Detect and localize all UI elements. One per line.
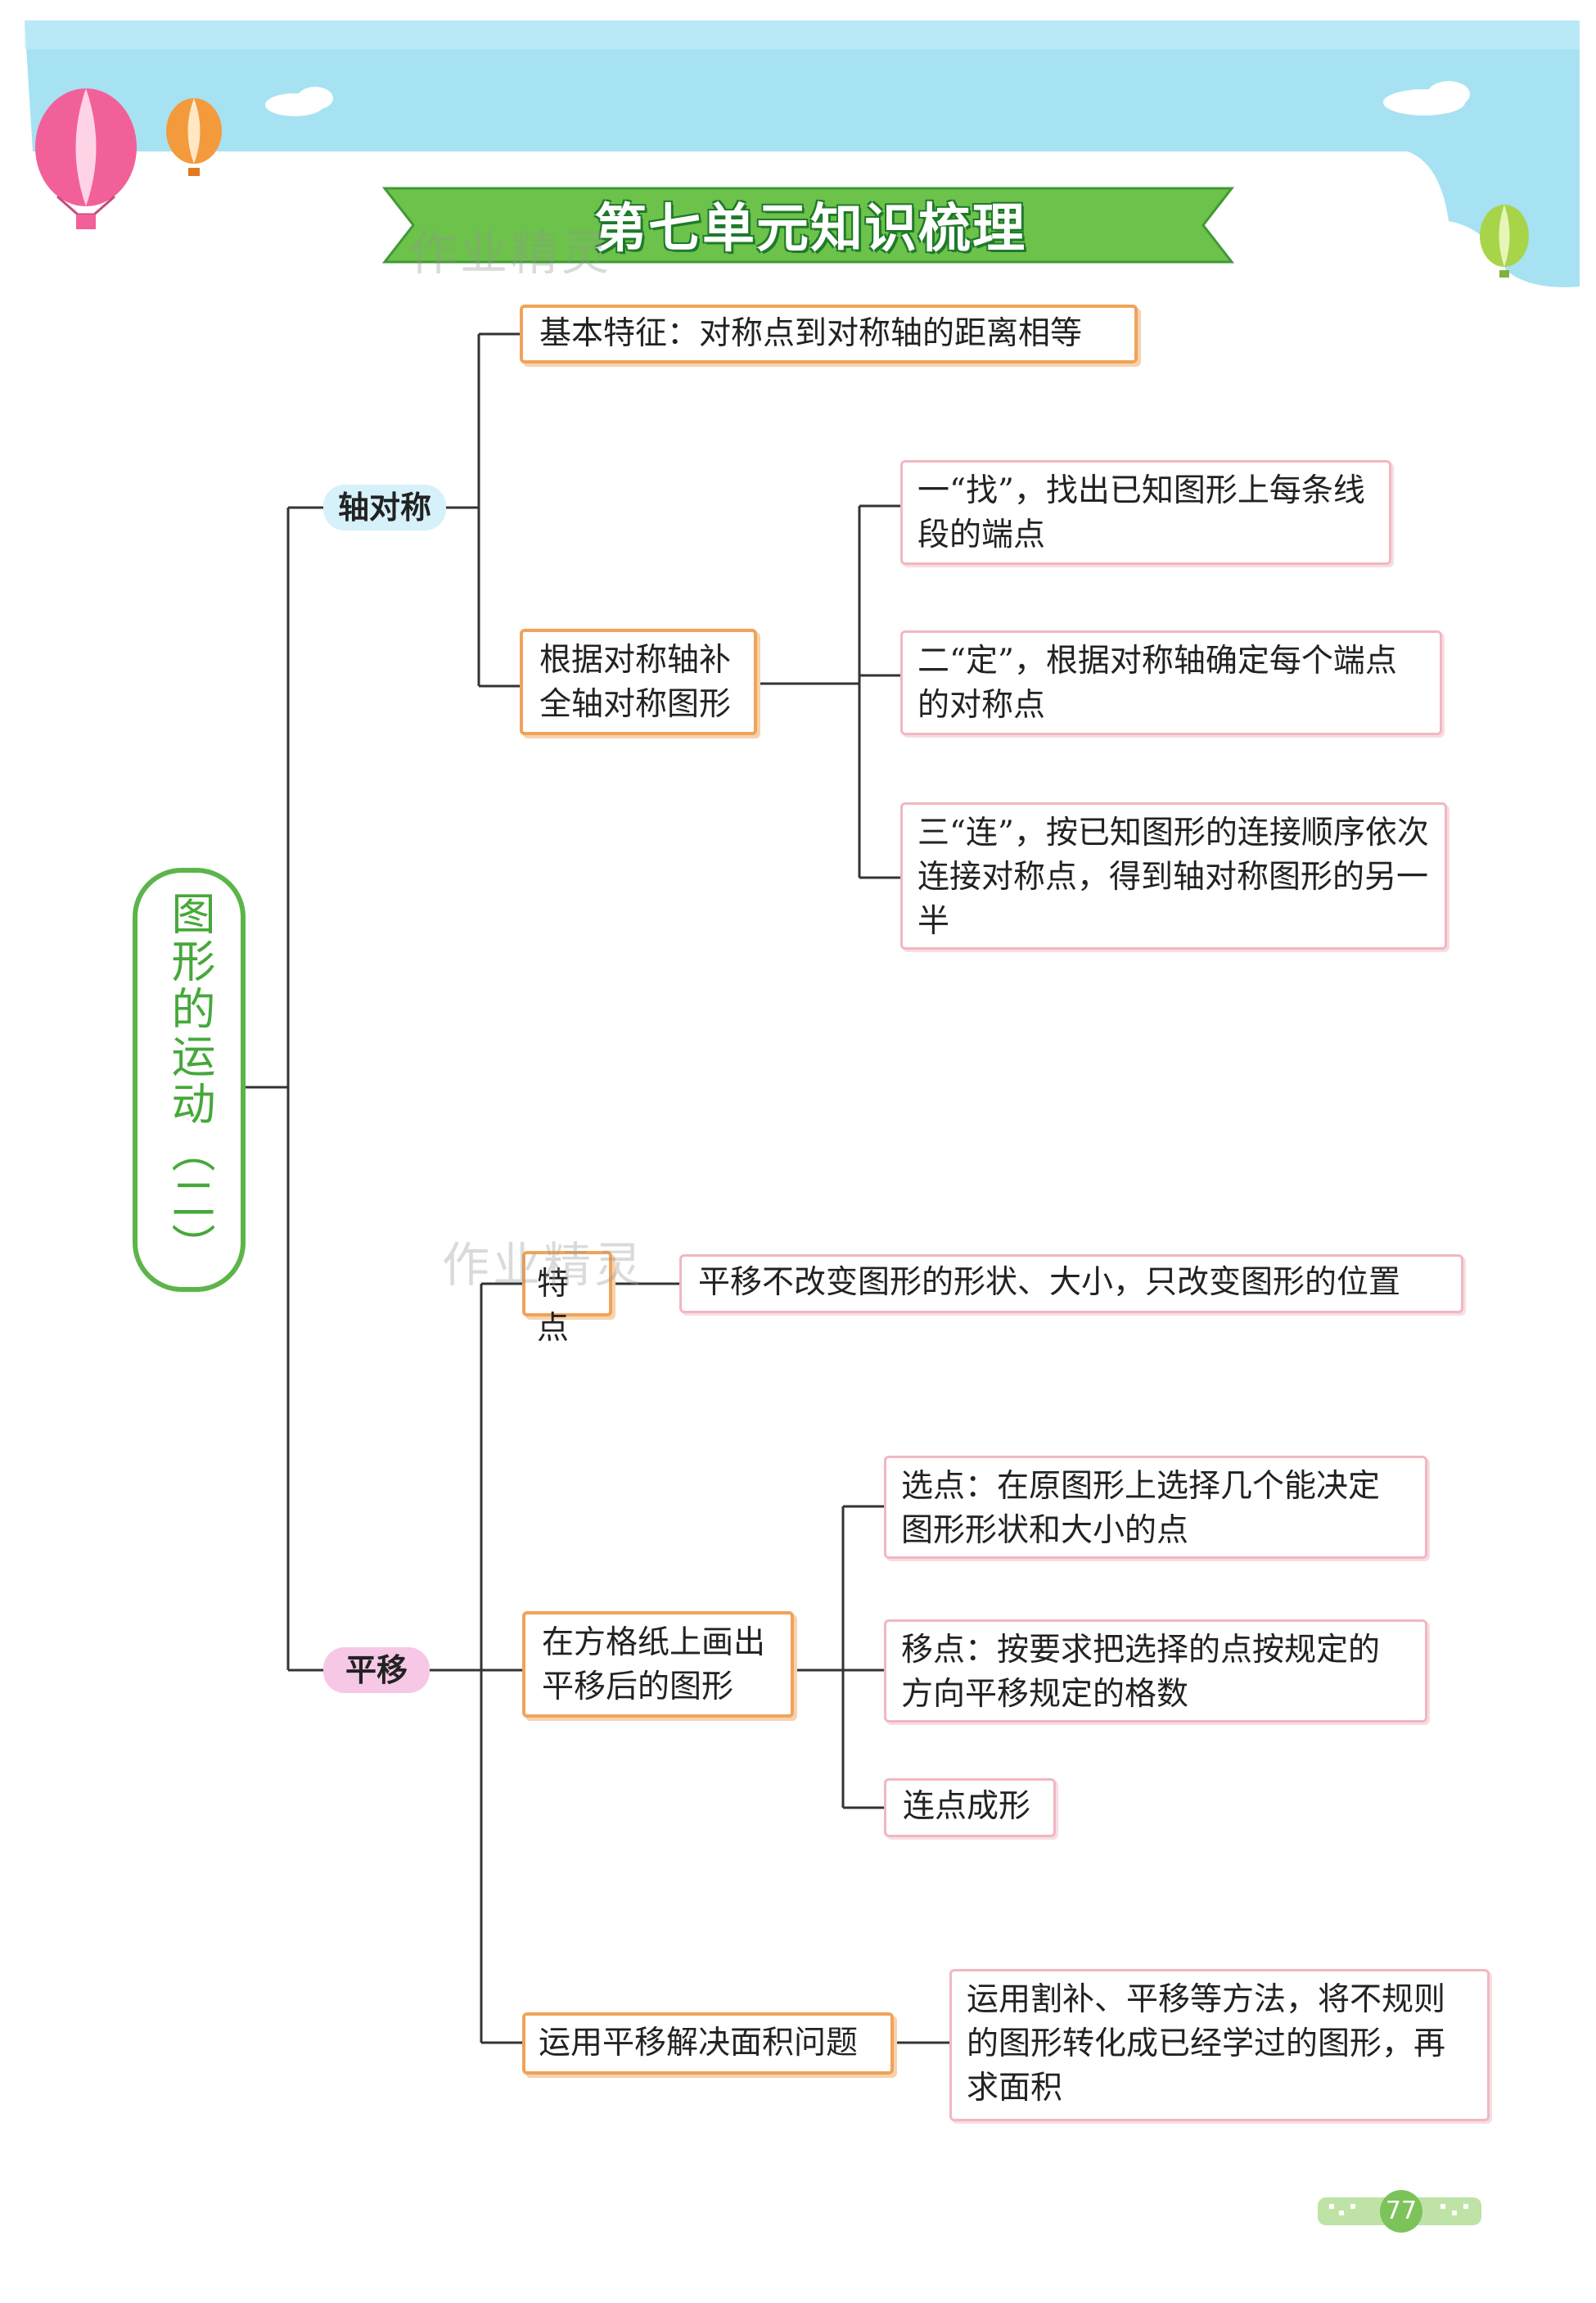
watermark-top: 作业精灵 bbox=[409, 225, 613, 281]
axial-complete-box: 根据对称轴补全轴对称图形 bbox=[520, 629, 757, 735]
sky-banner bbox=[25, 20, 1580, 287]
translation-trait-desc: 平移不改变图形的形状、大小，只改变图形的位置 bbox=[679, 1254, 1463, 1313]
translation-step-form: 连点成形 bbox=[884, 1778, 1056, 1837]
branch-translation: 平移 bbox=[323, 1647, 430, 1693]
root-node: 图形的运动（二） bbox=[133, 868, 246, 1292]
hot-air-balloon-icon bbox=[35, 88, 1529, 278]
watermark-middle: 作业精灵 bbox=[442, 1237, 646, 1293]
translation-step-move: 移点：按要求把选择的点按规定的方向平移规定的格数 bbox=[884, 1619, 1427, 1723]
translation-draw-box: 在方格纸上画出平移后的图形 bbox=[522, 1611, 794, 1718]
translation-step-select: 选点：在原图形上选择几个能决定图形形状和大小的点 bbox=[884, 1456, 1427, 1559]
axial-step-find: 一“找”，找出已知图形上每条线段的端点 bbox=[900, 460, 1391, 565]
translation-area-box: 运用平移解决面积问题 bbox=[522, 2012, 894, 2075]
axial-step-locate: 二“定”，根据对称轴确定每个端点的对称点 bbox=[900, 630, 1442, 735]
page-number: 77 bbox=[1380, 2190, 1422, 2233]
page-title: 第七单元知识梳理 bbox=[594, 199, 1026, 260]
branch-axial-symmetry: 轴对称 bbox=[323, 485, 446, 531]
axial-feature-box: 基本特征：对称点到对称轴的距离相等 bbox=[520, 305, 1138, 364]
title-banner bbox=[381, 187, 1235, 264]
axial-step-connect: 三“连”，按已知图形的连接顺序依次连接对称点，得到轴对称图形的另一半 bbox=[900, 802, 1447, 950]
root-label: 图形的运动（二） bbox=[164, 891, 215, 1271]
cloud-icon bbox=[265, 81, 1470, 116]
translation-area-desc: 运用割补、平移等方法，将不规则的图形转化成已经学过的图形，再求面积 bbox=[949, 1969, 1490, 2121]
translation-trait-box: 特点 bbox=[522, 1251, 612, 1347]
